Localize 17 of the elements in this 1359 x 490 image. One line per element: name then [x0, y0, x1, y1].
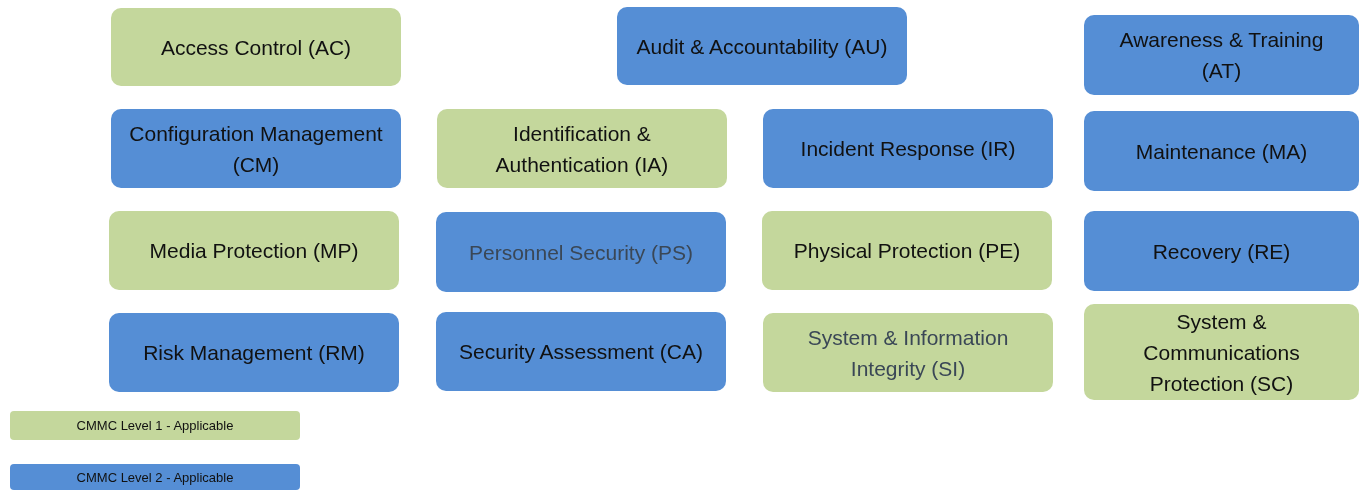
category-box: Media Protection (MP): [109, 211, 399, 290]
legend-label: CMMC Level 2 - Applicable: [76, 469, 234, 485]
category-box: Security Assessment (CA): [436, 312, 726, 391]
category-box: Identification & Authentication (IA): [437, 109, 727, 188]
category-box: Maintenance (MA): [1084, 111, 1359, 191]
category-box: Access Control (AC): [111, 8, 401, 86]
category-box: Physical Protection (PE): [762, 211, 1052, 290]
category-box: Personnel Security (PS): [436, 212, 726, 292]
category-box: System & Communications Protection (SC): [1084, 304, 1359, 400]
category-box: Risk Management (RM): [109, 313, 399, 392]
category-box: Audit & Accountability (AU): [617, 7, 907, 85]
category-box: Recovery (RE): [1084, 211, 1359, 291]
category-box: Configuration Management (CM): [111, 109, 401, 188]
category-box: Incident Response (IR): [763, 109, 1053, 188]
category-box: System & Information Integrity (SI): [763, 313, 1053, 392]
legend-label: CMMC Level 1 - Applicable: [76, 418, 234, 433]
category-box: Awareness & Training (AT): [1084, 15, 1359, 95]
